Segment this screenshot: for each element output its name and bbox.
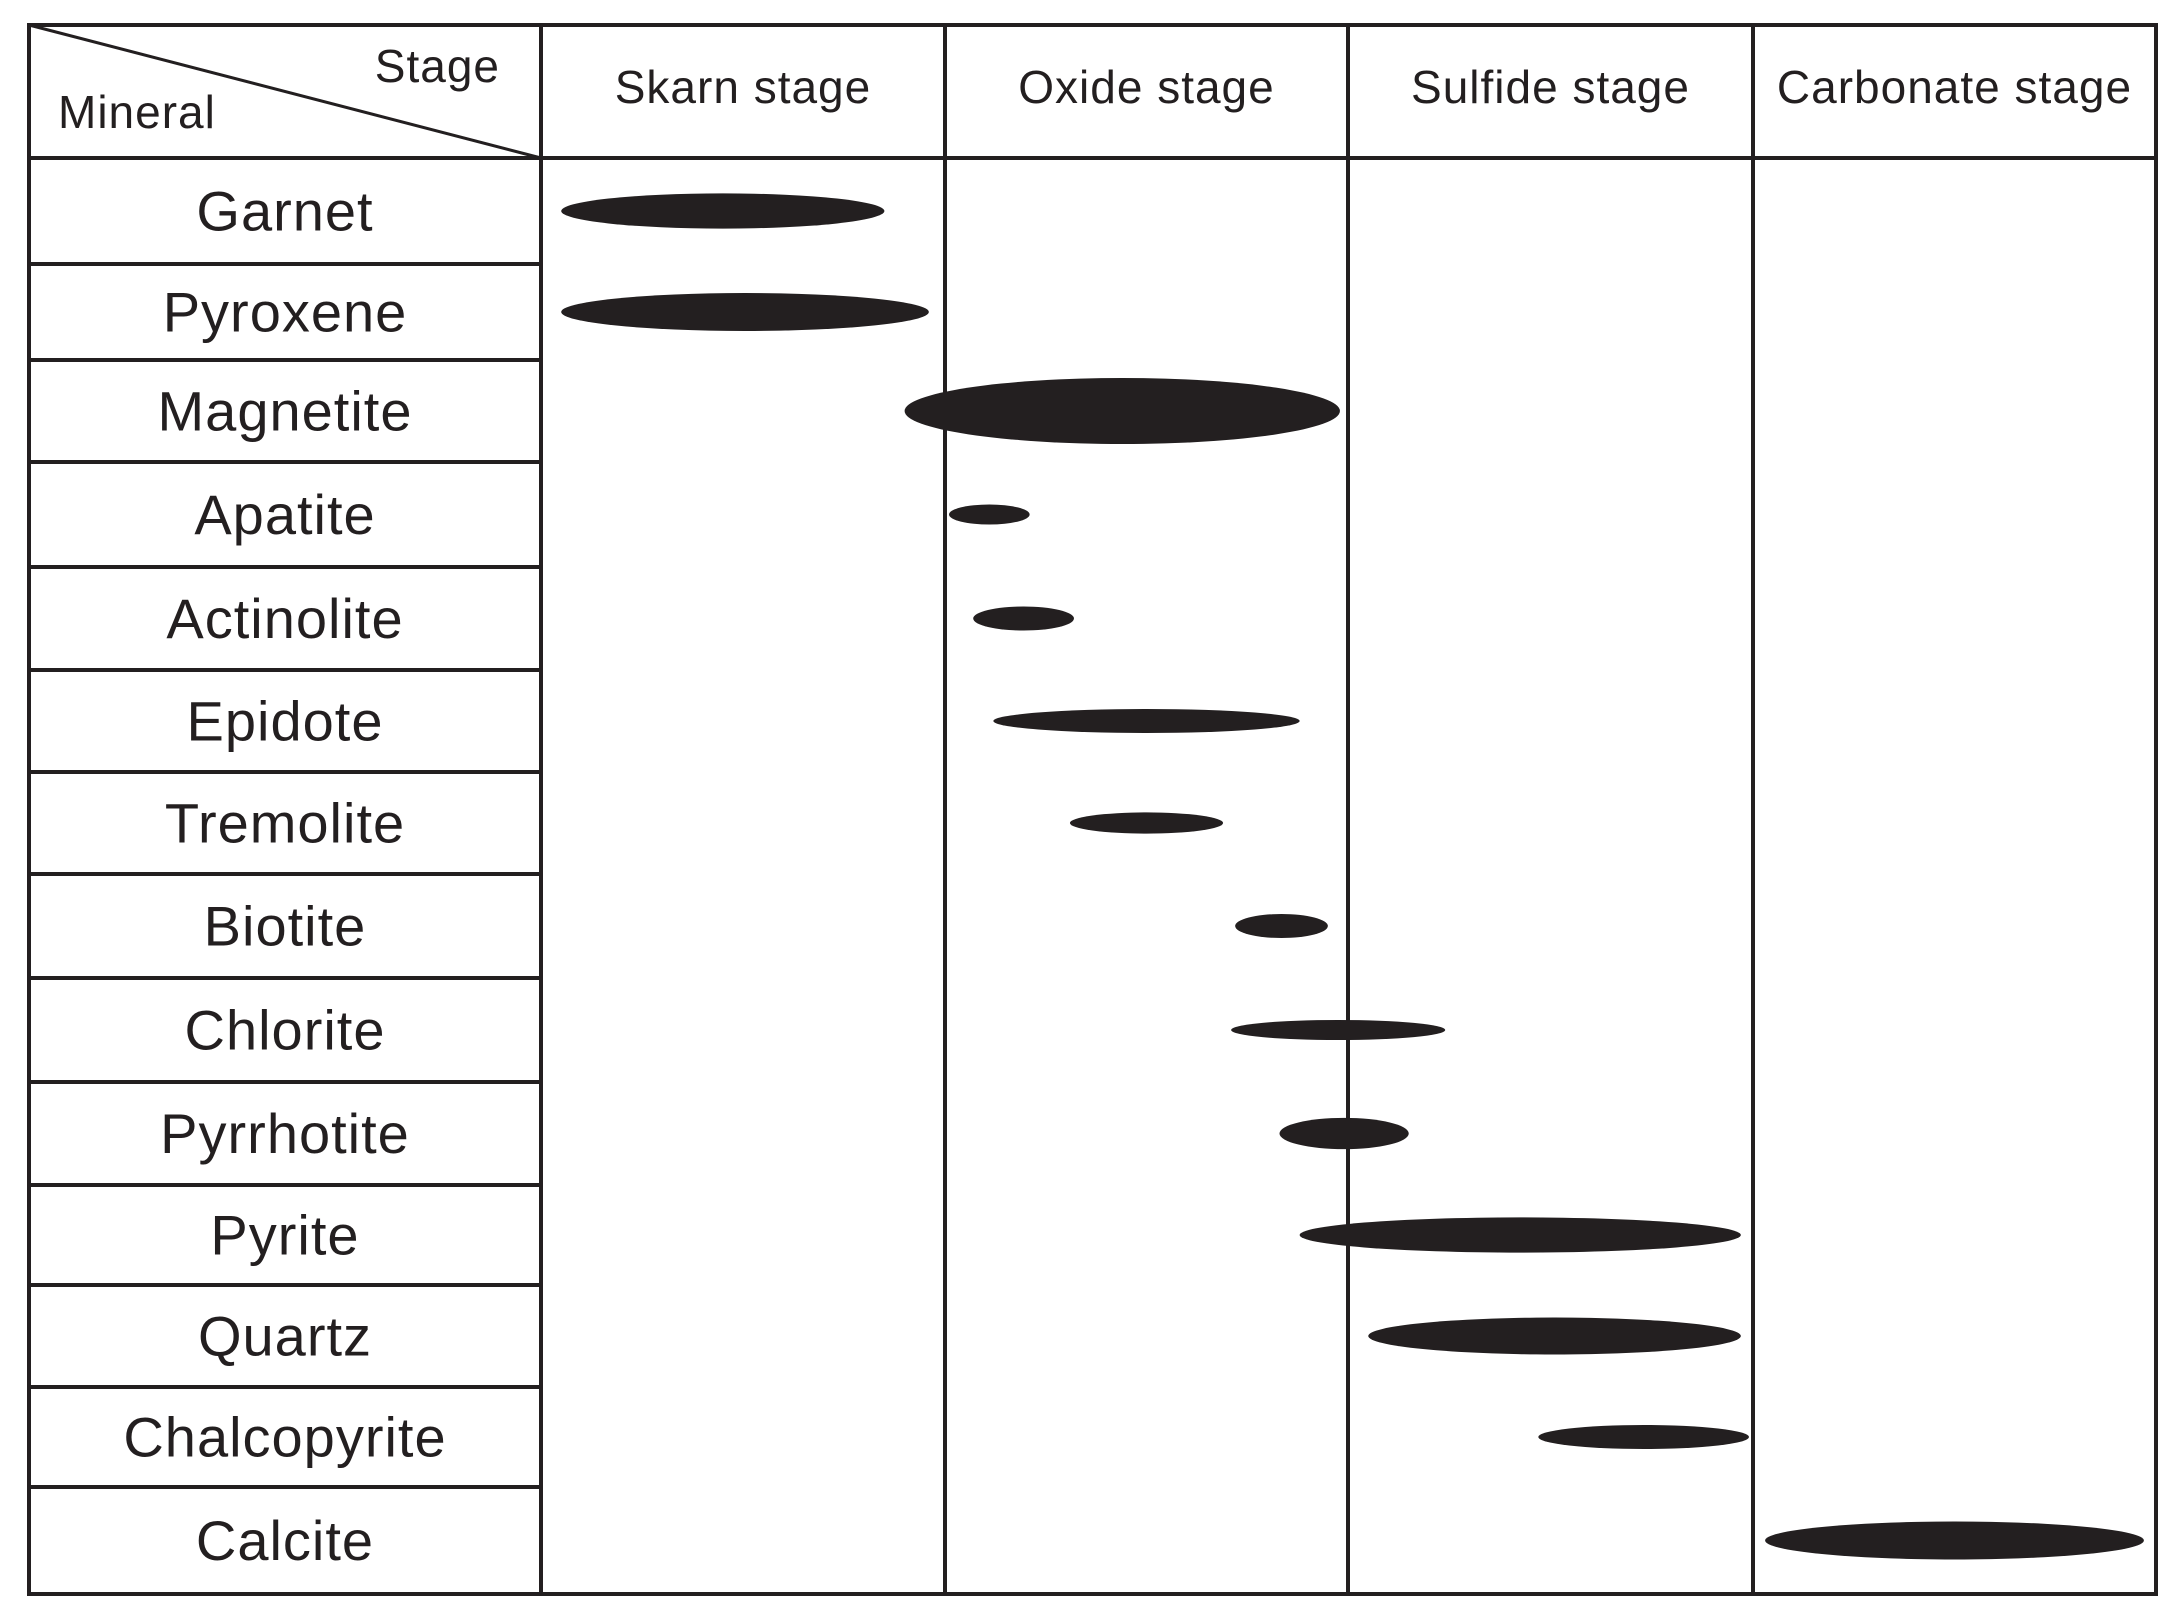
duration-bar: [993, 709, 1300, 733]
stage-header-3: Sulfide stage: [1411, 61, 1690, 113]
duration-bar: [1299, 1217, 1741, 1253]
table-border: [27, 23, 2158, 1596]
duration-bar: [973, 606, 1074, 631]
duration-bar: [1231, 1019, 1446, 1041]
duration-bar: [949, 504, 1030, 525]
duration-bar: [904, 378, 1340, 444]
mineral-label: Magnetite: [158, 380, 413, 443]
mineral-label: Garnet: [196, 180, 373, 243]
header-corner-cell: Stage Mineral: [28, 23, 542, 160]
mineral-label: Chlorite: [185, 999, 386, 1062]
duration-bar: [1368, 1317, 1741, 1355]
duration-bar: [561, 193, 885, 229]
duration-bar: [1069, 812, 1224, 834]
mineral-axis-label: Mineral: [58, 86, 216, 138]
stage-headers: Skarn stage Oxide stage Sulfide stage Carbo…: [615, 61, 2132, 113]
mineral-labels: GarnetPyroxeneMagnetiteApatiteActinolite…: [123, 180, 446, 1573]
mineral-label: Pyrite: [210, 1204, 359, 1267]
mineral-label: Chalcopyrite: [123, 1406, 446, 1469]
mineral-label: Calcite: [196, 1509, 374, 1572]
stage-header-1: Skarn stage: [615, 61, 871, 113]
duration-bar: [1235, 914, 1328, 938]
mineral-label: Pyroxene: [163, 281, 408, 344]
duration-bar: [1538, 1425, 1749, 1449]
mineral-label: Tremolite: [165, 792, 405, 855]
corner-diagonal-line: [28, 23, 542, 160]
stage-axis-label: Stage: [375, 40, 500, 92]
stage-header-4: Carbonate stage: [1777, 61, 2132, 113]
mineral-label: Actinolite: [166, 587, 403, 650]
mineral-label: Pyrrhotite: [160, 1102, 410, 1165]
duration-bar: [561, 293, 929, 331]
mineral-duration-bars: [561, 193, 2144, 1560]
duration-bar: [1765, 1521, 2144, 1560]
table-grid: [27, 23, 2158, 1596]
mineral-label: Quartz: [198, 1305, 372, 1368]
duration-bar: [1279, 1117, 1409, 1150]
stage-header-2: Oxide stage: [1018, 61, 1274, 113]
mineral-label: Biotite: [204, 895, 367, 958]
mineral-label: Apatite: [194, 483, 375, 546]
mineral-label: Epidote: [187, 690, 384, 753]
